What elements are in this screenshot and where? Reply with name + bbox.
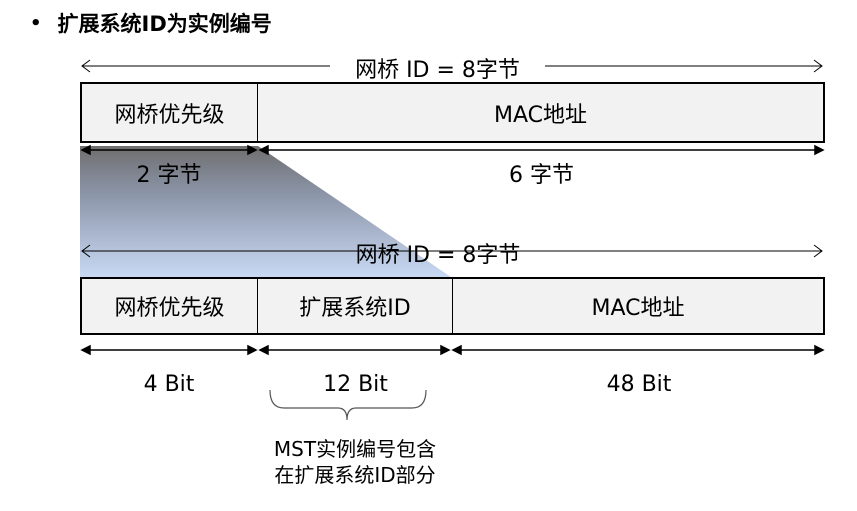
bottom-field-mac: MAC地址	[591, 296, 685, 321]
bottom-size-priority: 4 Bit	[143, 372, 195, 397]
mst-note: MST实例编号包含 在扩展系统ID部分	[240, 436, 470, 488]
top-bridge-id-box: 网桥优先级 MAC地址	[80, 82, 825, 143]
bottom-bridge-id-label: 网桥 ID = 8字节	[355, 243, 521, 268]
top-size-mac: 6 字节	[509, 163, 574, 188]
top-field-priority: 网桥优先级	[82, 84, 258, 141]
brace-icon	[269, 389, 427, 421]
bottom-bridge-id-box: 网桥优先级 扩展系统ID MAC地址	[80, 277, 825, 335]
title-text: 扩展系统ID为实例编号	[57, 12, 272, 36]
bullet-icon: •	[30, 12, 42, 34]
note-line-1: MST实例编号包含	[273, 437, 437, 461]
bottom-size-mac: 48 Bit	[606, 372, 672, 397]
bottom-field-extended-system-id: 扩展系统ID	[258, 279, 453, 333]
slide-title: • 扩展系统ID为实例编号	[30, 8, 272, 38]
top-size-priority: 2 字节	[136, 163, 202, 188]
top-field-mac: MAC地址	[493, 102, 587, 128]
note-line-2: 在扩展系统ID部分	[274, 463, 436, 487]
top-bridge-id-label: 网桥 ID = 8字节	[330, 52, 545, 84]
bottom-field-priority: 网桥优先级	[82, 279, 258, 333]
bottom-size-extended-system-id: 12 Bit	[323, 372, 388, 397]
